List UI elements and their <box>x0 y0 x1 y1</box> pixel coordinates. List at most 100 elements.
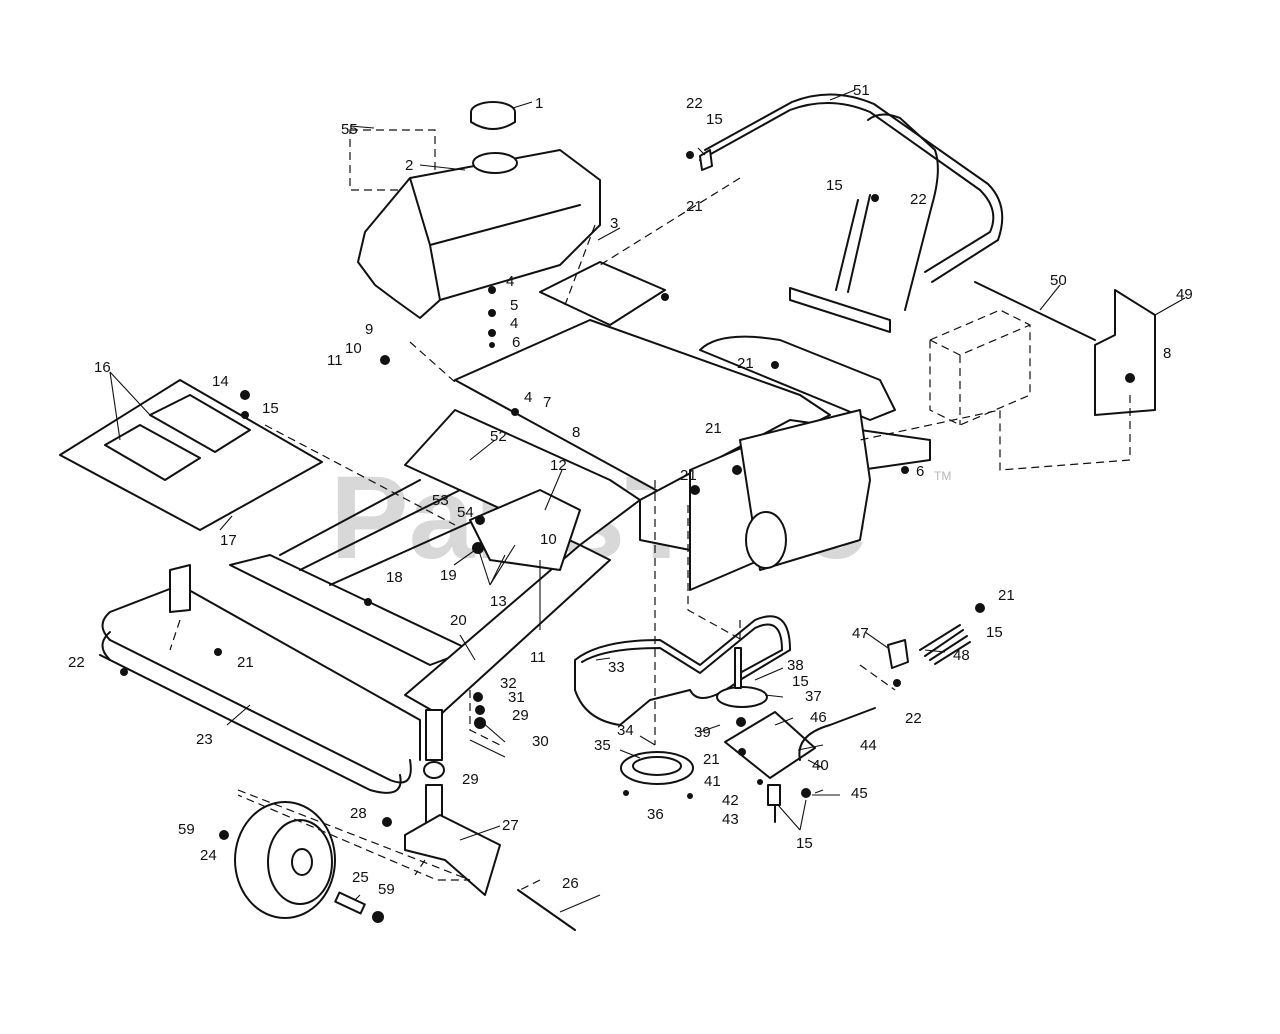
callout-21e: 21 <box>237 654 254 671</box>
tank-bracket <box>539 261 666 326</box>
spring-coil <box>919 624 971 665</box>
callout-29b: 29 <box>462 771 479 788</box>
callout-24: 24 <box>200 847 217 864</box>
callout-44: 44 <box>860 737 877 754</box>
fuel-tank-assembly <box>349 101 601 319</box>
callout-6a: 6 <box>512 334 520 351</box>
callout-35: 35 <box>594 737 611 754</box>
main-frame <box>229 319 931 716</box>
callout-22b: 22 <box>910 191 927 208</box>
callout-15c: 15 <box>826 177 843 194</box>
callout-37: 37 <box>805 688 822 705</box>
callout-26: 26 <box>562 875 579 892</box>
drive-pulley-groove <box>632 756 682 776</box>
callout-25: 25 <box>352 869 369 886</box>
callout-2: 2 <box>405 157 413 174</box>
floor-pan-cutout-1 <box>149 394 251 453</box>
callout-21g: 21 <box>703 751 720 768</box>
callout-31: 31 <box>508 689 525 706</box>
battery-hold-rod <box>974 281 1096 341</box>
floor-pan-cutout-2 <box>104 424 201 481</box>
drive-belt-inner <box>581 623 783 675</box>
callout-21d: 21 <box>680 467 697 484</box>
callout-16: 16 <box>94 359 111 376</box>
drive-belt <box>574 615 791 726</box>
callout-15e: 15 <box>792 673 809 690</box>
wheel-spacer <box>334 891 366 915</box>
watermark-trademark: TM <box>934 469 951 483</box>
battery-edges <box>929 324 1031 425</box>
callout-11b: 11 <box>530 649 546 666</box>
callout-20: 20 <box>450 612 467 629</box>
callout-15b: 15 <box>706 111 723 128</box>
assembly-guide-lines <box>169 177 1131 891</box>
callout-19: 19 <box>440 567 457 584</box>
callout-labels: 1 2 3 4 4 4 5 6 6 7 8 8 9 10 10 11 11 12… <box>68 82 1193 898</box>
callout-51: 51 <box>853 82 870 99</box>
hardware <box>120 151 1135 923</box>
front-wheel-hub <box>291 848 313 876</box>
callout-21c: 21 <box>705 420 722 437</box>
idler-arm-plate <box>724 711 816 779</box>
callout-32: 32 <box>500 675 517 692</box>
callout-45: 45 <box>851 785 868 802</box>
callout-15d: 15 <box>986 624 1003 641</box>
callout-54: 54 <box>457 504 474 521</box>
callout-34: 34 <box>617 722 634 739</box>
callout-27: 27 <box>502 817 519 834</box>
callout-6b: 6 <box>916 463 924 480</box>
fuel-tank <box>357 149 601 319</box>
idler-bushing <box>767 784 781 806</box>
battery-assembly <box>929 281 1156 426</box>
callout-29a: 29 <box>512 707 529 724</box>
callout-23: 23 <box>196 731 213 748</box>
roll-bar-leg <box>835 194 871 293</box>
callout-10b: 10 <box>540 531 557 548</box>
idler-bolt <box>734 647 742 689</box>
callout-22a: 22 <box>686 95 703 112</box>
callout-55: 55 <box>341 121 358 138</box>
drive-train <box>574 615 876 823</box>
callout-11a: 11 <box>327 352 343 369</box>
callout-21a: 21 <box>686 198 703 215</box>
bumper-post <box>169 564 191 613</box>
callout-36: 36 <box>647 806 664 823</box>
callout-41: 41 <box>704 773 721 790</box>
callout-4a: 4 <box>506 273 514 290</box>
caster-wheel-assembly <box>234 709 576 931</box>
roll-bar-assembly <box>699 93 1004 333</box>
callout-8a: 8 <box>572 424 580 441</box>
floor-pan-plate <box>59 379 323 531</box>
callout-14: 14 <box>212 373 229 390</box>
fuel-cap-body <box>470 112 516 130</box>
leader-lines <box>109 89 1186 913</box>
frame-rear-deck <box>699 335 896 421</box>
callout-4b: 4 <box>510 315 518 332</box>
callout-53: 53 <box>432 492 449 509</box>
roll-bar-inner <box>704 93 1004 283</box>
battery-bracket <box>1094 289 1156 416</box>
callout-5: 5 <box>510 297 518 314</box>
callout-7: 7 <box>543 394 551 411</box>
callout-42: 42 <box>722 792 739 809</box>
bumper-tube-base <box>99 654 402 794</box>
frame-center-rail <box>404 544 611 716</box>
callout-8b: 8 <box>1163 345 1171 362</box>
callout-1: 1 <box>535 95 543 112</box>
callout-59a: 59 <box>178 821 195 838</box>
roll-bar-outer <box>699 102 995 273</box>
callout-52: 52 <box>490 428 507 445</box>
floor-pan <box>59 379 323 531</box>
spring-assembly <box>887 624 971 669</box>
callout-43: 43 <box>722 811 739 828</box>
callout-15a: 15 <box>262 400 279 417</box>
callout-40: 40 <box>812 757 829 774</box>
brake-bracket <box>469 489 581 571</box>
caster-bushing <box>423 761 445 779</box>
roll-bar-tab <box>699 149 713 171</box>
callout-22c: 22 <box>68 654 85 671</box>
callout-13: 13 <box>490 593 507 610</box>
roll-bar-hoop <box>867 113 939 311</box>
